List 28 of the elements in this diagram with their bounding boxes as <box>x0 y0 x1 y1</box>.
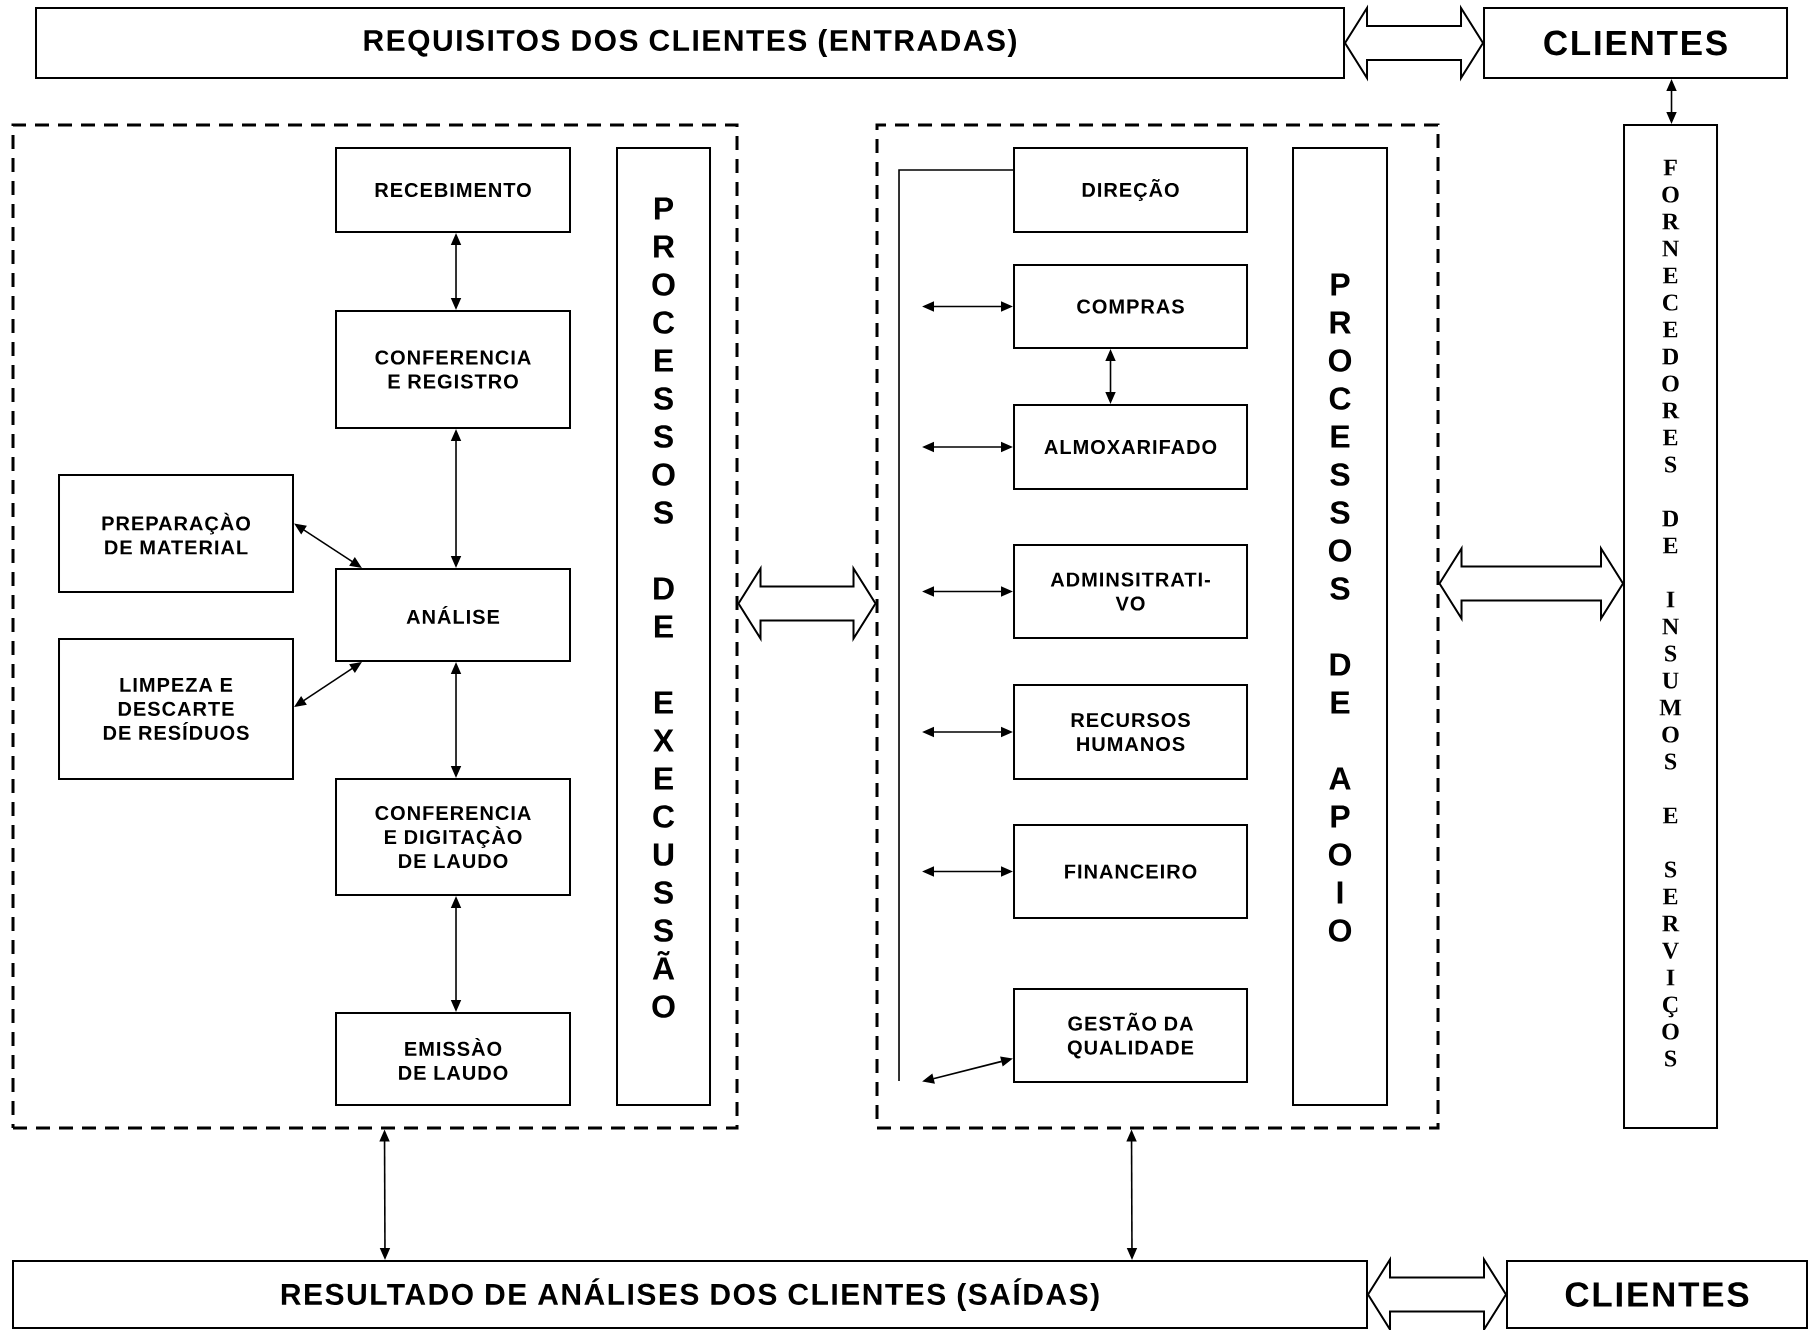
process-box: CONFERENCIA E DIGITAÇÀO DE LAUDO <box>335 778 571 896</box>
process-box: EMISSÀO DE LAUDO <box>335 1012 571 1106</box>
dashed-group-box <box>875 123 1440 1130</box>
block-arrow <box>1438 545 1625 622</box>
banner-box: RESULTADO DE ANÁLISES DOS CLIENTES (SAÍDAS) <box>12 1260 1368 1329</box>
process-box: ALMOXARIFADO <box>1013 404 1248 490</box>
process-box: RECEBIMENTO <box>335 147 571 233</box>
process-box: LIMPEZA E DESCARTE DE RESÍDUOS <box>58 638 294 780</box>
process-box: FINANCEIRO <box>1013 824 1248 919</box>
double-arrow <box>294 662 362 707</box>
client-box: CLIENTES <box>1483 7 1788 79</box>
process-box: CONFERENCIA E REGISTRO <box>335 310 571 429</box>
double-arrow <box>294 523 362 568</box>
process-box: GESTÃO DA QUALIDADE <box>1013 988 1248 1083</box>
process-box: RECURSOS HUMANOS <box>1013 684 1248 780</box>
block-arrow <box>737 565 877 642</box>
process-box: COMPRAS <box>1013 264 1248 349</box>
vertical-label-box: PROCESSOS DE APOIO <box>1292 147 1388 1106</box>
process-box: DIREÇÃO <box>1013 147 1248 233</box>
process-box: ADMINSITRATI-VO <box>1013 544 1248 639</box>
banner-box: REQUISITOS DOS CLIENTES (ENTRADAS) <box>35 7 1345 79</box>
vertical-label-box: PROCESSOS DE EXECUSSÃO <box>616 147 711 1106</box>
client-box: CLIENTES <box>1506 1260 1808 1329</box>
dashed-group-box <box>11 123 739 1130</box>
connector-line <box>898 169 1014 1082</box>
process-box: PREPARAÇÀO DE MATERIAL <box>58 474 294 593</box>
vertical-label-box: FORNECEDORES DE INSUMOS E SERVIÇOS <box>1623 124 1718 1129</box>
process-box: ANÁLISE <box>335 568 571 662</box>
